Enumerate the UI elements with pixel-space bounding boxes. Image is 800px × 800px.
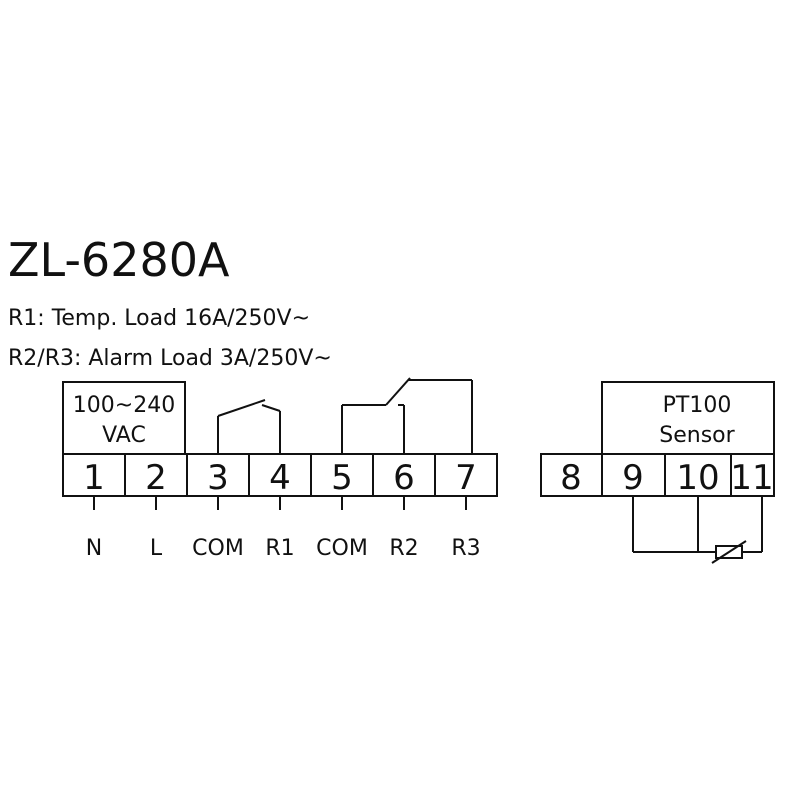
power-type-label: VAC: [102, 423, 146, 448]
terminal-number: 3: [207, 458, 229, 498]
terminal-number: 4: [269, 458, 291, 498]
relay-r2-r3-switch: [341, 377, 473, 454]
pt100-wiring: [632, 496, 763, 553]
rtd-resistor-icon: [711, 540, 747, 564]
terminal-label: COM: [192, 536, 244, 561]
terminal-number: 6: [393, 458, 415, 498]
terminal-label: R2: [389, 536, 418, 561]
terminal-number: 5: [331, 458, 353, 498]
terminal-number: 1: [83, 458, 105, 498]
terminal-number: 9: [622, 458, 644, 498]
r1-load-spec: R1: Temp. Load 16A/250V~: [8, 306, 311, 331]
model-title: ZL-6280A: [8, 233, 230, 287]
terminal-label: R3: [451, 536, 480, 561]
terminal-number: 10: [676, 458, 719, 498]
terminal-number: 7: [455, 458, 477, 498]
terminal-label: N: [86, 536, 102, 561]
terminal-number: 2: [145, 458, 167, 498]
relay-r1-switch: [217, 399, 281, 454]
power-voltage-label: 100~240: [73, 393, 175, 418]
terminal-number: 11: [730, 458, 773, 498]
terminal-label: L: [150, 536, 163, 561]
sensor-terminal-block: [540, 453, 775, 497]
terminal-number: 8: [560, 458, 582, 498]
terminal-label: R1: [265, 536, 294, 561]
sensor-type-label: PT100: [663, 393, 732, 418]
r2-r3-load-spec: R2/R3: Alarm Load 3A/250V~: [8, 346, 332, 371]
terminal-leads: [93, 496, 467, 510]
sensor-caption-label: Sensor: [659, 423, 735, 448]
terminal-label: COM: [316, 536, 368, 561]
